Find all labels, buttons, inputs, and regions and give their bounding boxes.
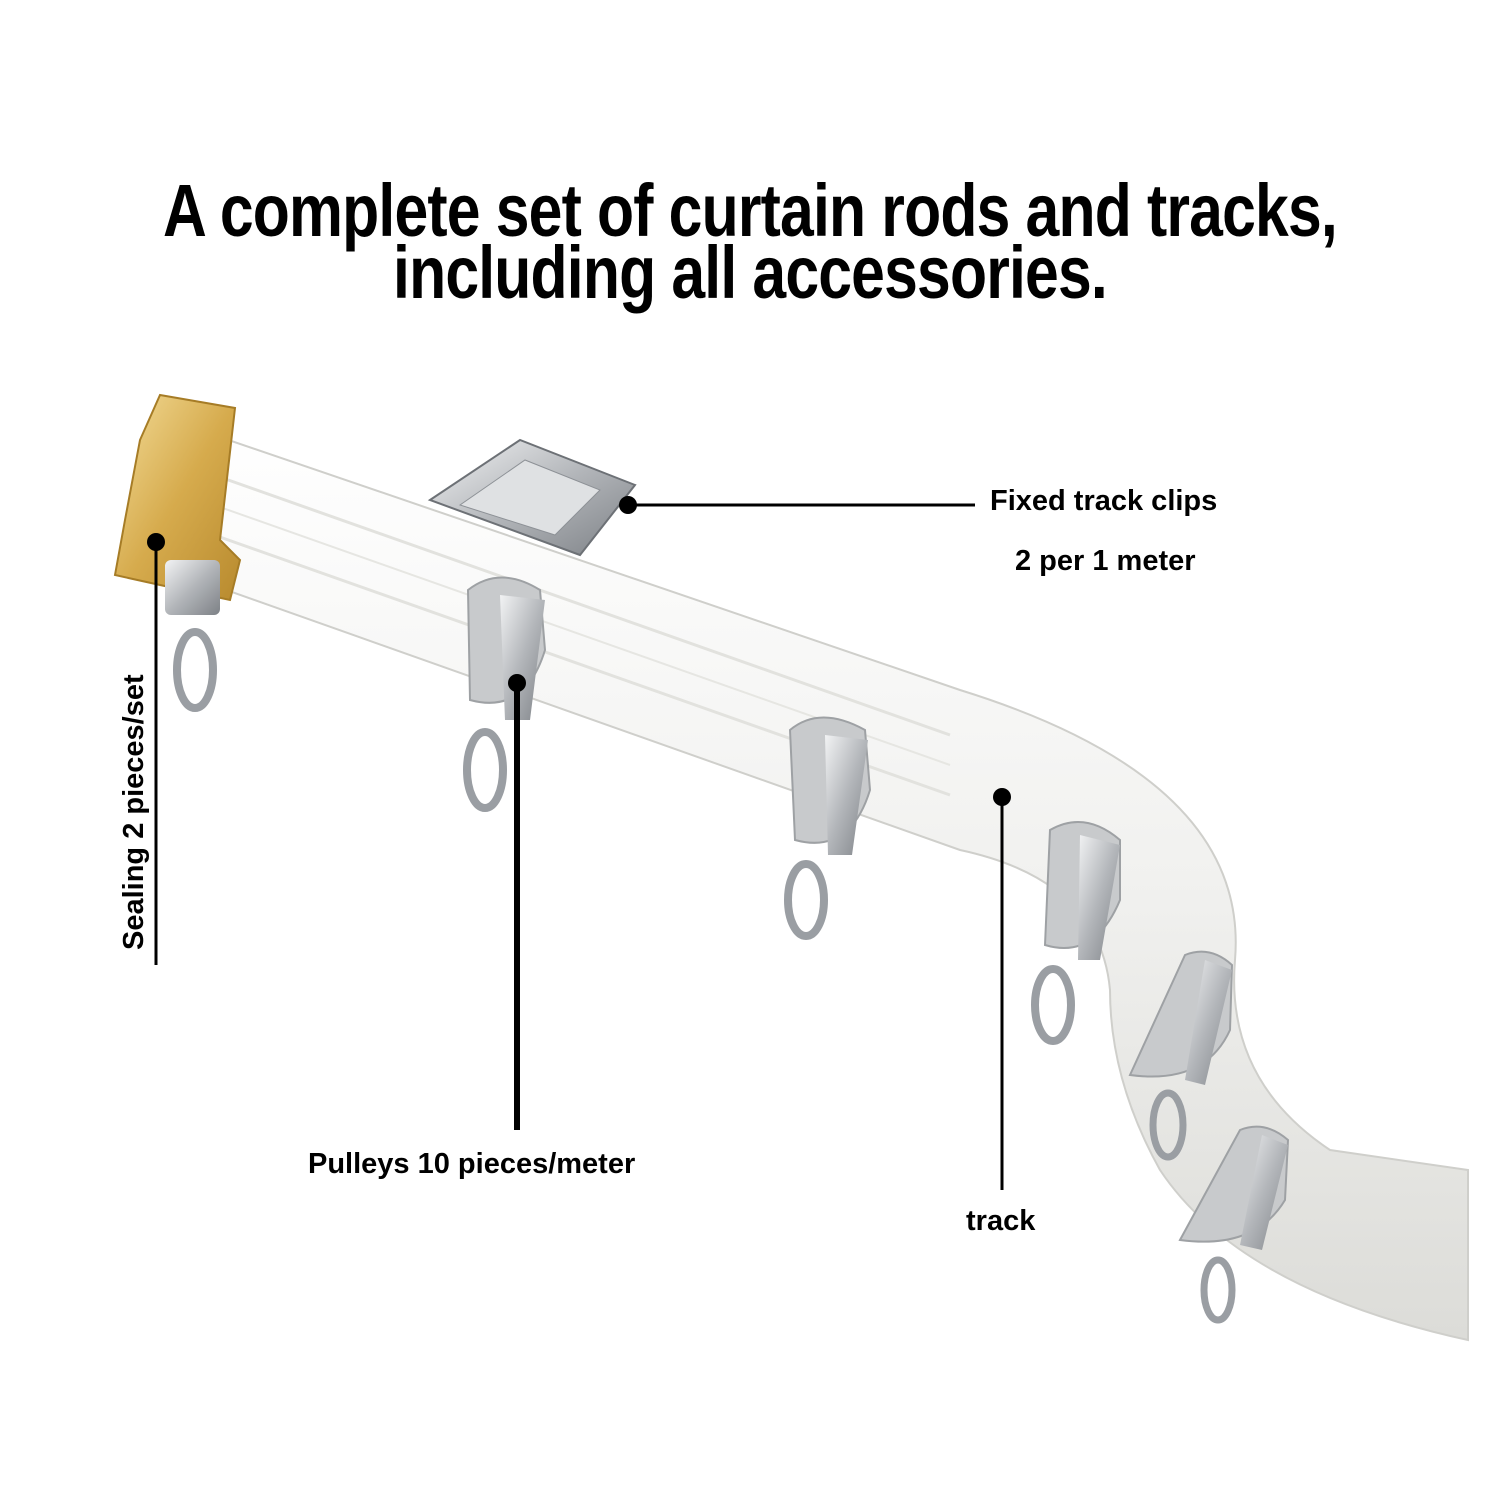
pulley-4 bbox=[1128, 950, 1234, 1161]
clip-callout-line bbox=[619, 496, 975, 514]
fixed-track-clip bbox=[427, 438, 637, 557]
clips-title-label: Fixed track clips bbox=[990, 485, 1218, 517]
headline-line-1: A complete set of curtain rods and track… bbox=[163, 169, 1338, 252]
pulley-3 bbox=[1031, 821, 1121, 1045]
sealing-callout-line bbox=[147, 533, 165, 965]
pulleys-label: Pulleys 10 pieces/meter bbox=[308, 1148, 636, 1180]
end-cap-sealing bbox=[113, 393, 242, 712]
pulley-2 bbox=[784, 716, 872, 940]
pulley-1 bbox=[463, 576, 547, 812]
pulley-5 bbox=[1178, 1125, 1290, 1324]
headline-line-2: including all accessories. bbox=[393, 231, 1108, 314]
clips-qty-label: 2 per 1 meter bbox=[1015, 545, 1196, 577]
track-label: track bbox=[966, 1205, 1036, 1237]
sealing-label: Sealing 2 pieces/set bbox=[118, 674, 150, 950]
pulley-callout-line bbox=[508, 674, 526, 1130]
headline: A complete set of curtain rods and track… bbox=[0, 169, 1500, 314]
track-callout-line bbox=[993, 788, 1011, 1190]
